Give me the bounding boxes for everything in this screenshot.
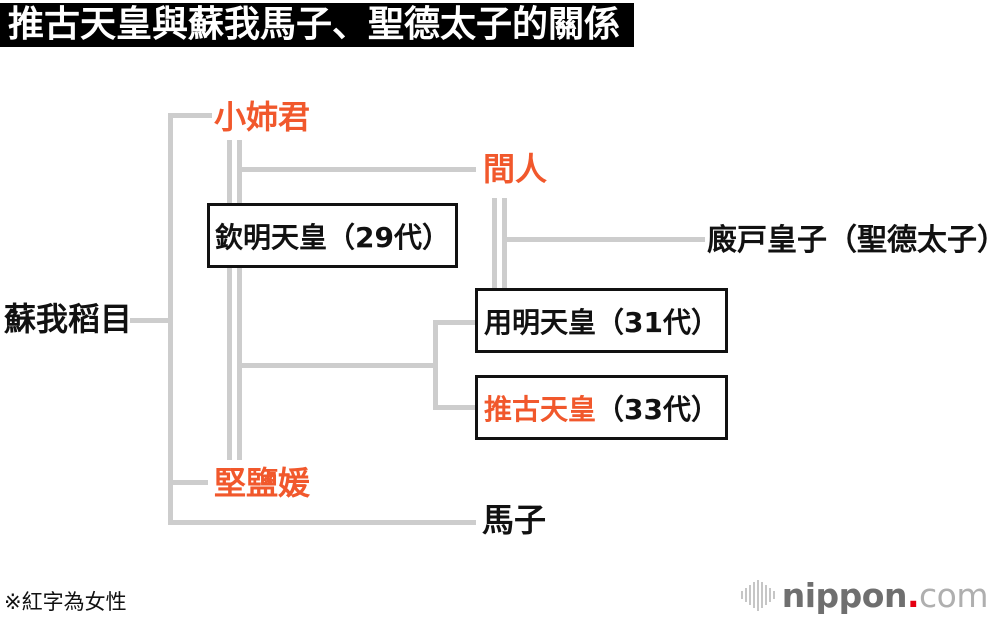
logo-wordmark: nippon.com	[781, 575, 989, 615]
marriage-line-kinmei-right	[237, 140, 242, 460]
marriage-line-kinmei-left	[227, 140, 232, 460]
connector-child-umayado	[505, 237, 705, 242]
soundwave-bars-icon	[740, 577, 775, 613]
connector-child-hashihito	[240, 167, 476, 172]
person-box-kinmei: 欽明天皇（29代）	[207, 203, 458, 268]
person-label-umako: 馬子	[482, 501, 547, 539]
marriage-line-yomei-left	[492, 198, 497, 289]
person-name-yomei: 用明天皇	[484, 305, 597, 339]
logo-tld: com	[919, 575, 988, 615]
connector-stub-soga-iname	[130, 318, 173, 323]
connector-children-feed	[240, 363, 438, 368]
person-label-soga-iname: 蘇我稻目	[4, 300, 133, 338]
connector-stub-koanekimi	[168, 113, 212, 118]
connector-stub-yomei	[433, 320, 475, 325]
person-generation-yomei: （31代）	[596, 305, 719, 339]
person-name-kinmei: 欽明天皇	[215, 220, 328, 254]
person-generation-kinmei: （29代）	[327, 220, 450, 254]
person-box-suiko: 推古天皇（33代）	[475, 375, 728, 440]
person-box-yomei: 用明天皇（31代）	[475, 288, 728, 353]
connector-stub-suiko	[433, 405, 475, 410]
logo-dot: .	[906, 575, 920, 615]
page-title: 推古天皇與蘇我馬子、聖德太子的關係	[0, 3, 635, 47]
person-name-suiko: 推古天皇	[484, 392, 597, 426]
legend-footnote: ※紅字為女性	[4, 590, 127, 614]
marriage-line-yomei-right	[502, 198, 507, 289]
connector-children-bracket	[433, 320, 438, 410]
logo-brand: nippon	[781, 575, 908, 615]
person-label-kitashihime: 堅鹽媛	[214, 464, 311, 502]
connector-stub-kitashihime	[168, 480, 208, 485]
person-label-koanekimi: 小姉君	[214, 98, 311, 136]
person-label-hashihito: 間人	[483, 150, 548, 188]
person-generation-suiko: （33代）	[596, 392, 719, 426]
nippon-com-logo: nippon.com	[740, 575, 989, 615]
connector-stub-umako	[168, 520, 476, 525]
person-label-umayado: 廄戸皇子（聖德太子）	[707, 223, 1000, 258]
